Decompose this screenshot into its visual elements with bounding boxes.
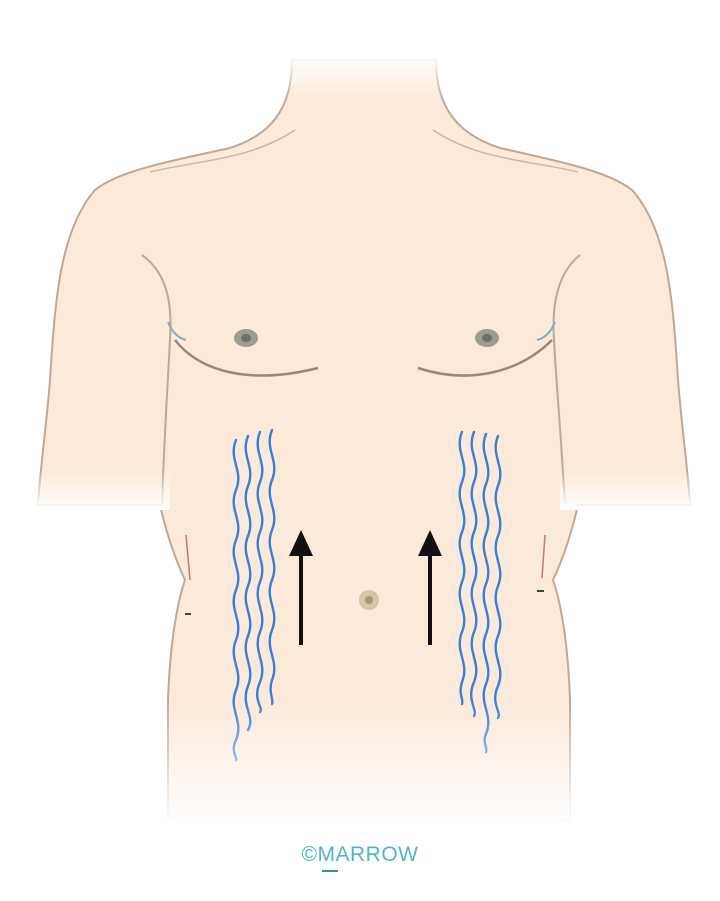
right-arm-fade: [560, 470, 700, 510]
marrow-watermark-logo: ©MARROW: [0, 843, 720, 872]
right-nipple: [475, 329, 499, 347]
neck-fade: [270, 55, 460, 100]
left-flank-mark: [185, 534, 191, 581]
left-arm-crease: [141, 254, 172, 506]
left-flow-arrow: [289, 530, 313, 645]
umbilicus: [359, 590, 379, 610]
left-arm-fade: [30, 470, 170, 510]
right-pectoral-line: [417, 339, 553, 377]
left-pectoral-line: [174, 339, 319, 377]
watermark-underline: [322, 870, 338, 872]
right-clavicle: [432, 129, 579, 173]
right-arm-crease: [552, 254, 581, 506]
right-axilla-line: [536, 321, 556, 341]
bottom-fade: [150, 700, 590, 825]
watermark-text: ©MARROW: [301, 843, 419, 866]
right-flank-mark: [541, 534, 546, 579]
left-axilla-line: [167, 321, 187, 341]
right-flow-arrow: [418, 530, 442, 645]
left-nipple: [234, 329, 258, 347]
left-clavicle: [149, 129, 296, 173]
